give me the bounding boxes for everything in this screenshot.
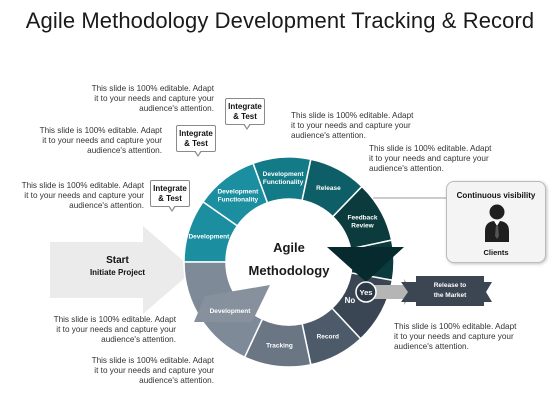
segment-development-bottom: Development: [210, 308, 252, 315]
development-pointer: [194, 285, 270, 322]
yes-label: Yes: [360, 288, 373, 297]
client-label: Clients: [483, 248, 509, 257]
center-title-line2: Methodology: [249, 263, 331, 278]
yes-circle: [355, 281, 377, 303]
page-title: Agile Methodology Development Tracking &…: [25, 8, 535, 33]
start-label: Start: [106, 255, 129, 266]
note-top-right: This slide is 100% editable. Adapt it to…: [291, 111, 414, 140]
note-upper-left: This slide is 100% editable. Adapt it to…: [39, 126, 162, 155]
release-flag-ribbon: [401, 282, 420, 302]
note-bottom-left: This slide is 100% editable. Adapt it to…: [91, 356, 214, 385]
note-right: This slide is 100% editable. Adapt it to…: [369, 144, 492, 173]
no-label: No: [345, 296, 356, 305]
callout-integrate-test-middle: Integrate & Test: [176, 125, 216, 157]
note-mid-left: This slide is 100% editable. Adapt it to…: [21, 181, 144, 210]
release-flag: [416, 276, 484, 306]
note-bottom-right: This slide is 100% editable. Adapt it to…: [394, 322, 517, 351]
callout-integrate-test-top: Integrate & Test: [225, 98, 265, 130]
release-flag-ribbon-right: [482, 282, 492, 302]
client-person-icon: [485, 204, 509, 242]
accept-pointer: [327, 247, 404, 282]
note-top-center: This slide is 100% editable. Adapt it to…: [91, 84, 214, 113]
release-flag-line1: Release to: [434, 282, 467, 289]
center-title-line1: Agile: [273, 240, 305, 255]
segment-record-label: Record: [317, 334, 339, 341]
segment-tracking-label: Tracking: [266, 343, 293, 350]
note-lower-left: This slide is 100% editable. Adapt it to…: [53, 315, 176, 344]
client-heading: Continuous visibility: [456, 191, 536, 200]
callout-integrate-test-lower: Integrate & Test: [150, 180, 190, 212]
start-sublabel: Initiate Project: [89, 268, 146, 277]
segment-development-label: Development: [188, 234, 230, 241]
segment-release-label: Release: [316, 185, 341, 192]
release-flag-line2: the Market: [434, 292, 467, 299]
client-visibility-box: Continuous visibility Clients: [446, 181, 546, 263]
